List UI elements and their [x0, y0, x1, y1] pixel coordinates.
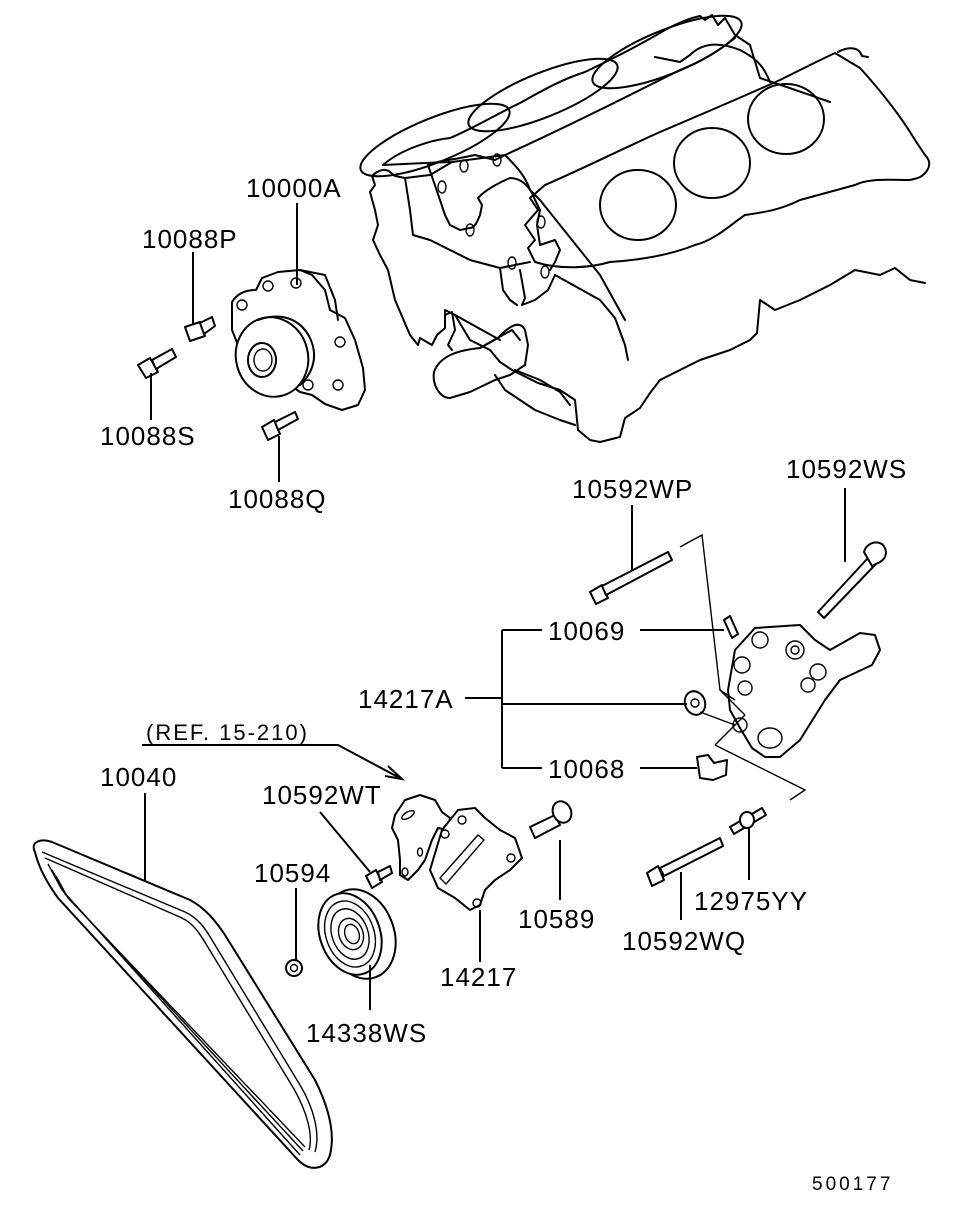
bolt-10592WP-drawing: [589, 551, 673, 605]
label-10594[interactable]: 10594: [254, 858, 331, 888]
bracket-14217-drawing: [429, 807, 523, 911]
label-14338WS[interactable]: 14338WS: [306, 1018, 427, 1048]
drawing-number: 500177: [812, 1174, 893, 1195]
pin-10069-drawing: [723, 615, 739, 639]
label-10088P[interactable]: 10088P: [142, 224, 238, 254]
stud-12975YY-drawing: [729, 807, 767, 835]
label-10088S[interactable]: 10088S: [100, 421, 196, 451]
ref-bracket-drawing: [391, 794, 451, 881]
bolt-10088S-drawing: [137, 348, 177, 379]
label-10592WT[interactable]: 10592WT: [262, 780, 382, 810]
bolt-10589-drawing: [529, 800, 573, 839]
drive-belt-drawing: [32, 839, 333, 1169]
part-labels: 10000A 10088P 10088S 10088Q 10592WP 1059…: [100, 173, 907, 1195]
bolt-10592WS-drawing: [817, 541, 887, 619]
clip-10068-drawing: [696, 754, 728, 781]
bolt-10592WT-drawing: [365, 865, 393, 889]
tensioner-assembly-14217A-drawing: [683, 624, 881, 758]
label-14217A[interactable]: 14217A: [358, 684, 454, 714]
nut-10594-drawing: [285, 959, 303, 977]
reference-note[interactable]: (REF. 15-210): [146, 720, 309, 745]
label-10068[interactable]: 10068: [548, 754, 625, 784]
label-10592WP[interactable]: 10592WP: [572, 474, 693, 504]
label-10592WQ[interactable]: 10592WQ: [622, 926, 746, 956]
label-10589[interactable]: 10589: [518, 904, 595, 934]
bolt-10592WQ-drawing: [646, 837, 724, 887]
label-14217[interactable]: 14217: [440, 962, 517, 992]
label-12975YY[interactable]: 12975YY: [694, 886, 808, 916]
label-10040[interactable]: 10040: [100, 762, 177, 792]
engine-block-drawing: [359, 14, 931, 443]
water-pump-drawing: [231, 269, 366, 411]
bolt-10088P-drawing: [184, 316, 216, 342]
label-10088Q[interactable]: 10088Q: [228, 484, 327, 514]
label-10592WS[interactable]: 10592WS: [786, 454, 907, 484]
assembly-guide-lines: [679, 533, 807, 801]
bolt-10088Q-drawing: [261, 411, 299, 441]
leader-lines: [142, 203, 846, 1010]
idler-pulley-drawing: [317, 888, 397, 980]
label-10069[interactable]: 10069: [548, 616, 625, 646]
label-10000A[interactable]: 10000A: [246, 173, 342, 203]
